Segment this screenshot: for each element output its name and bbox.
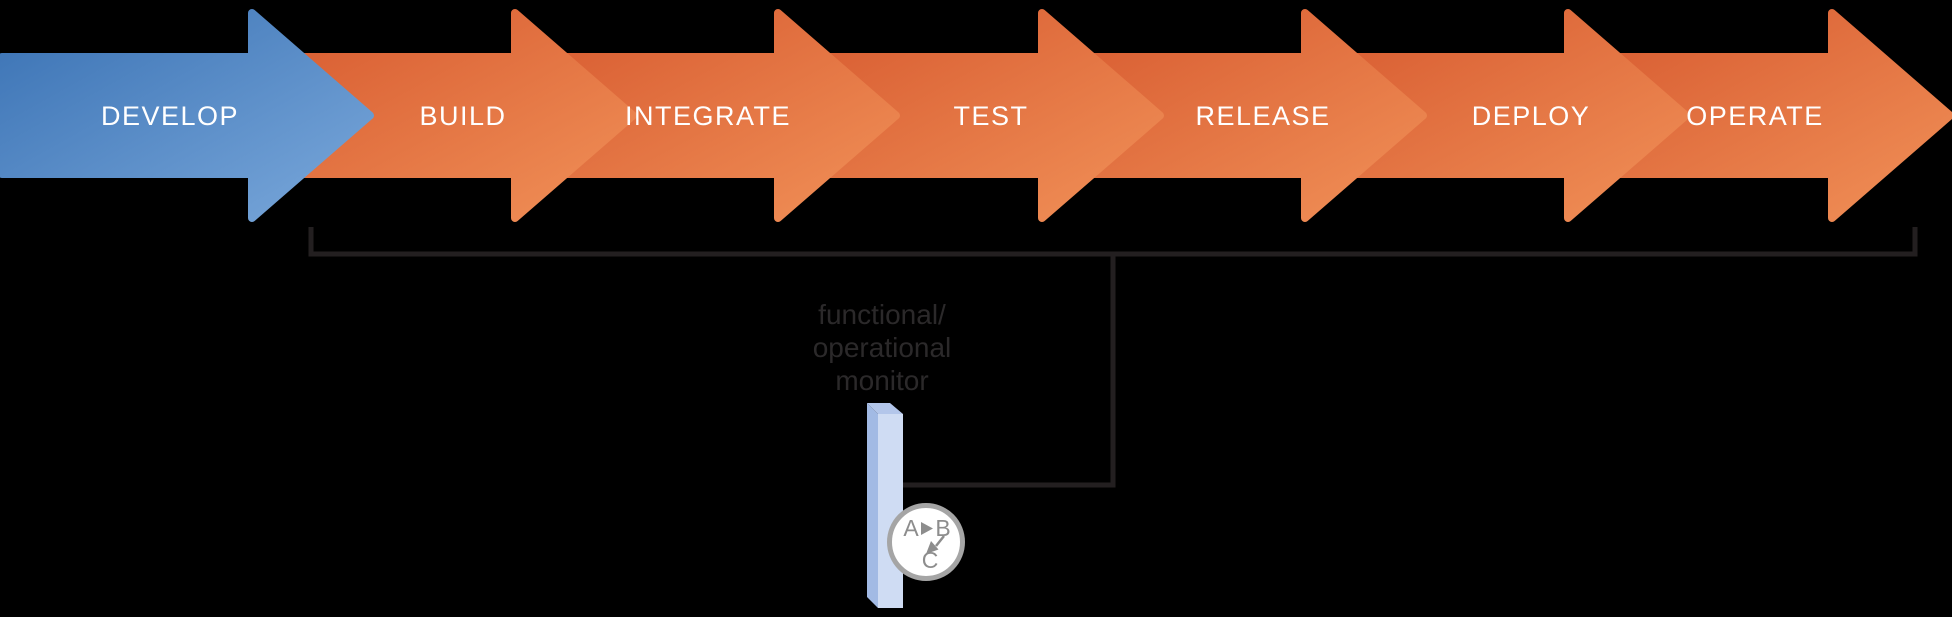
pipeline-span-bracket <box>308 227 1918 257</box>
abc-transition-icon: A B C <box>887 503 965 581</box>
stage-label-build: BUILD <box>419 101 506 131</box>
gate-bar-top-face <box>867 403 903 414</box>
abc-diagonal-arrow-head <box>926 541 939 554</box>
gate-bar-side-face <box>867 403 878 608</box>
stage-arrow-develop <box>0 9 374 222</box>
gate-bar-front-face <box>878 414 903 608</box>
monitor-caption-line-2: operational <box>813 332 952 363</box>
stage-label-develop: DEVELOP <box>101 101 239 131</box>
monitor-gate-bar <box>867 403 903 608</box>
stage-label-release: RELEASE <box>1195 101 1330 131</box>
abc-letter-c: C <box>922 547 939 573</box>
abc-circle <box>887 503 965 581</box>
monitor-connector-line <box>901 254 1116 488</box>
stage-label-test: TEST <box>953 101 1028 131</box>
abc-diagonal-arrow-shaft <box>935 535 945 547</box>
stage-labels: DEVELOP BUILD INTEGRATE TEST RELEASE DEP… <box>101 101 1824 131</box>
abc-letter-b: B <box>935 515 950 541</box>
monitor-caption: functional/ operational monitor <box>813 299 952 396</box>
stage-arrows <box>0 9 1952 222</box>
abc-letter-a: A <box>903 515 919 541</box>
stage-label-deploy: DEPLOY <box>1472 101 1591 131</box>
monitor-caption-line-3: monitor <box>835 365 928 396</box>
abc-right-arrow-icon <box>921 522 933 535</box>
stage-label-integrate: INTEGRATE <box>625 101 791 131</box>
monitor-caption-line-1: functional/ <box>818 299 946 330</box>
stage-label-operate: OPERATE <box>1686 101 1824 131</box>
